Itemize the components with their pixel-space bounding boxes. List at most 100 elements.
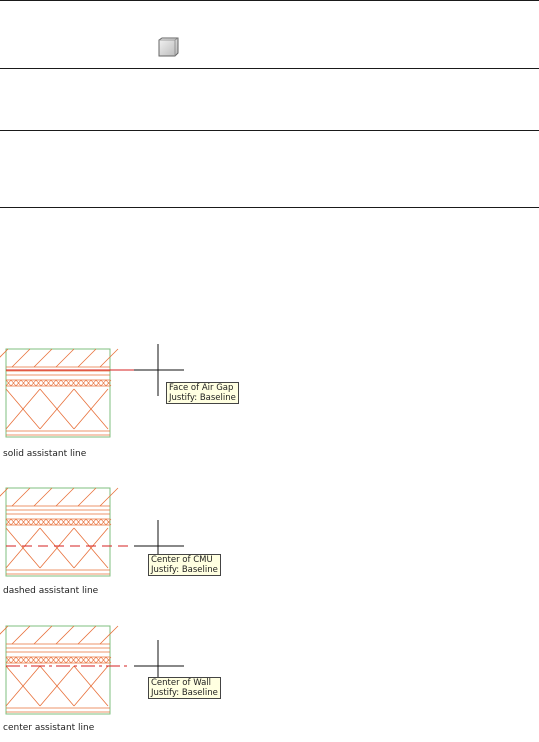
tooltip: Face of Air Gap Justify: Baseline [166,382,239,404]
hatch-line [70,379,77,387]
hatch-line [11,625,31,645]
hatch-line [85,379,92,387]
hatch-line [77,348,97,368]
hatch-line [99,625,119,645]
hatch-line [65,379,72,387]
hatch-line [40,379,47,387]
hatch-line [0,487,9,497]
hatch-line [30,518,37,526]
wall-frame [5,348,111,438]
hatch-line [45,656,52,664]
hatch-line [30,379,37,387]
hatch-line [20,379,27,387]
hatch-line [5,527,41,569]
hatch-line [33,487,53,507]
tooltip: Center of CMU Justify: Baseline [148,554,221,576]
tooltip-line-1: Center of CMU [151,555,213,565]
hatch-line [70,518,77,526]
hatch-line [60,379,67,387]
insulation-hatch [5,379,112,387]
hatch-line [100,518,107,526]
hatch-line [40,518,47,526]
figure-caption: dashed assistant line [3,586,99,596]
hatch-line [5,656,12,664]
hatch-line [95,656,102,664]
hatch-line [35,379,42,387]
figure-caption: center assistant line [3,723,95,733]
hatch-line [65,518,72,526]
hatch-line [15,518,22,526]
cmu-hatch [5,527,109,569]
cmu-hatch [5,665,109,707]
hatch-line [20,656,27,664]
wall-section-drawing [0,344,184,438]
tooltip-line-2: Justify: Baseline [151,565,218,575]
hatch-line [50,379,57,387]
hatch-line [75,379,82,387]
hatch-line [55,348,75,368]
hatch-line [10,656,17,664]
hatch-line [100,656,107,664]
hatch-line [45,518,52,526]
wall-frame [5,625,111,715]
wall-section-drawing [0,625,184,715]
hatch-line [11,487,31,507]
hatch-line [77,625,97,645]
hatch-line [65,656,72,664]
hatch-line [80,518,87,526]
hatch-line [80,656,87,664]
hatch-line [5,379,12,387]
wall-frame [5,487,111,577]
hatch-line [39,527,75,569]
hatch-line [39,388,75,430]
brick-hatch [0,487,119,507]
hatch-line [30,656,37,664]
hatch-line [105,656,112,664]
hatch-line [40,656,47,664]
wall-section-drawing [0,487,184,577]
figure-caption: solid assistant line [3,449,87,459]
hatch-line [15,379,22,387]
hatch-line [75,518,82,526]
hatch-line [0,625,9,635]
hatch-line [55,379,62,387]
hatch-line [35,656,42,664]
hatch-line [73,665,109,707]
hatch-line [5,518,12,526]
tooltip: Center of Wall Justify: Baseline [148,677,221,699]
hatch-line [100,379,107,387]
brick-hatch [0,625,119,645]
hatch-line [5,665,41,707]
hatch-line [105,379,112,387]
wall-tool-icon [158,37,179,57]
insulation-hatch [5,518,112,526]
figure-dashed-assistant-line: Center of CMU Justify: Baseline dashed a… [0,484,260,604]
tooltip-line-1: Center of Wall [151,678,211,688]
hatch-line [99,487,119,507]
hatch-line [33,625,53,645]
tooltip-line-2: Justify: Baseline [151,688,218,698]
hatch-line [85,518,92,526]
divider-line [0,130,539,131]
hatch-line [60,518,67,526]
divider-line [0,207,539,208]
insulation-hatch [5,656,112,664]
hatch-line [55,625,75,645]
hatch-line [55,518,62,526]
hatch-line [95,518,102,526]
hatch-line [75,656,82,664]
hatch-line [25,518,32,526]
hatch-line [50,518,57,526]
brick-hatch [0,348,119,368]
hatch-line [5,388,41,430]
hatch-line [73,388,109,430]
divider-line [0,0,539,1]
hatch-line [25,656,32,664]
tooltip-line-1: Face of Air Gap [169,383,234,393]
hatch-line [15,656,22,664]
hatch-line [70,656,77,664]
hatch-line [90,518,97,526]
hatch-line [55,487,75,507]
hatch-line [73,527,109,569]
hatch-line [90,656,97,664]
